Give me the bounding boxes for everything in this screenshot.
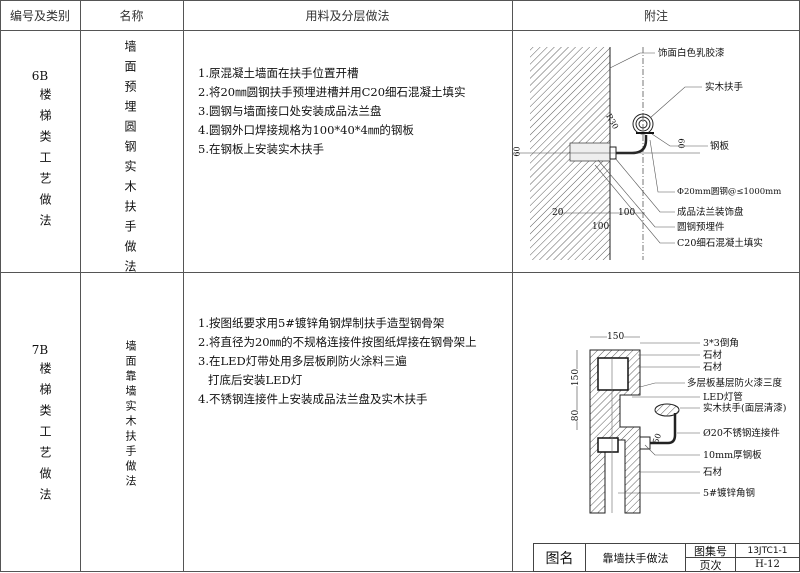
title-block-set-label: 图集号 xyxy=(685,543,736,558)
header-materials: 用料及分层做法 xyxy=(305,8,390,23)
callout-label: 石材 xyxy=(703,362,723,373)
row-name: 墙面靠墙实木扶手做法 xyxy=(124,340,137,490)
callout-label: LED灯管 xyxy=(703,392,743,403)
title-block-page-label: 页次 xyxy=(685,557,736,572)
table-border-top xyxy=(0,0,800,1)
row-code: 7B xyxy=(31,343,49,357)
callout-label: 石材 xyxy=(703,350,723,361)
step: 3.圆钢与墙面接口处安装成品法兰盘 xyxy=(198,104,382,118)
step: 打底后安装LED灯 xyxy=(208,373,303,387)
dimension: 150 xyxy=(607,332,625,343)
dimension: 150 xyxy=(571,368,583,387)
dimension: 100 xyxy=(592,222,610,232)
callout-label: 3*3倒角 xyxy=(703,338,739,349)
callout-label: 石材 xyxy=(703,467,723,478)
dimension: 100 xyxy=(618,208,636,218)
step: 5.在钢板上安装实木扶手 xyxy=(198,142,324,156)
row-category: 楼梯类工艺做法 xyxy=(38,88,52,235)
step: 4.不锈钢连接件上安装成品法兰盘及实木扶手 xyxy=(198,392,428,406)
callout-label: 实木扶手(面层清漆) xyxy=(703,403,787,414)
steps-list: 1.原混凝土墙面在扶手位置开槽 2.将20㎜圆钢扶手预埋进槽并用C20细石混凝土… xyxy=(198,64,466,159)
title-block-page: H-12 xyxy=(735,557,800,572)
step: 2.将直径为20㎜的不规格连接件按图纸焊接在钢骨架上 xyxy=(198,335,477,349)
title-block-set: 13JTC1-1 xyxy=(735,543,800,558)
callout-label: 10mm厚钢板 xyxy=(703,450,762,461)
wall-section-7b xyxy=(576,336,700,514)
callout-label: 成品法兰装饰盘 xyxy=(677,207,744,218)
callout-label: Φ20mm圆钢@≤1000mm xyxy=(677,187,782,197)
dimension: 60 xyxy=(512,146,522,157)
callout-label: 5#镀锌角钢 xyxy=(703,488,756,499)
callout-label: 钢板 xyxy=(710,141,730,152)
row-name: 墙面预埋圆钢实木扶手做法 xyxy=(123,40,137,280)
col-divider xyxy=(512,0,513,572)
step: 3.在LED灯带处用多层板刷防火涂料三遍 xyxy=(198,354,407,368)
step: 1.原混凝土墙面在扶手位置开槽 xyxy=(198,66,359,80)
header-code: 编号及类别 xyxy=(9,8,70,23)
step: 2.将20㎜圆钢扶手预埋进槽并用C20细石混凝土填实 xyxy=(198,85,466,99)
step: 4.圆钢外口焊接规格为100*40*4㎜的钢板 xyxy=(198,123,414,137)
col-divider xyxy=(183,0,184,572)
row-divider xyxy=(0,272,800,273)
callout-label: 圆钢预埋件 xyxy=(677,222,725,233)
col-divider xyxy=(80,0,81,572)
title-block-name: 靠墙扶手做法 xyxy=(585,543,686,572)
callout-label: 实木扶手 xyxy=(705,82,744,93)
callout-label: 多层板基层防火漆三度 xyxy=(687,378,783,389)
title-block-name-label: 图名 xyxy=(533,543,586,572)
header-notes: 附注 xyxy=(643,8,668,23)
step: 1.按图纸要求用5#镀锌角钢焊制扶手造型钢骨架 xyxy=(198,316,445,330)
row-category: 楼梯类工艺做法 xyxy=(38,362,52,509)
callout-label: Ø20不锈钢连接件 xyxy=(703,428,780,439)
header-divider xyxy=(0,30,800,31)
steps-list: 1.按图纸要求用5#镀锌角钢焊制扶手造型钢骨架 2.将直径为20㎜的不规格连接件… xyxy=(198,314,477,409)
wall-section-6b xyxy=(514,47,708,260)
callout-label: 饰面白色乳胶漆 xyxy=(658,48,725,59)
dimension: 80 xyxy=(571,409,583,422)
row-code: 6B xyxy=(31,69,49,83)
callout-label: C20细石混凝土填实 xyxy=(677,238,763,249)
dimension: 20 xyxy=(552,208,564,218)
header-name: 名称 xyxy=(119,8,144,23)
table-border-left xyxy=(0,0,1,572)
dimension: 60 xyxy=(676,138,686,149)
